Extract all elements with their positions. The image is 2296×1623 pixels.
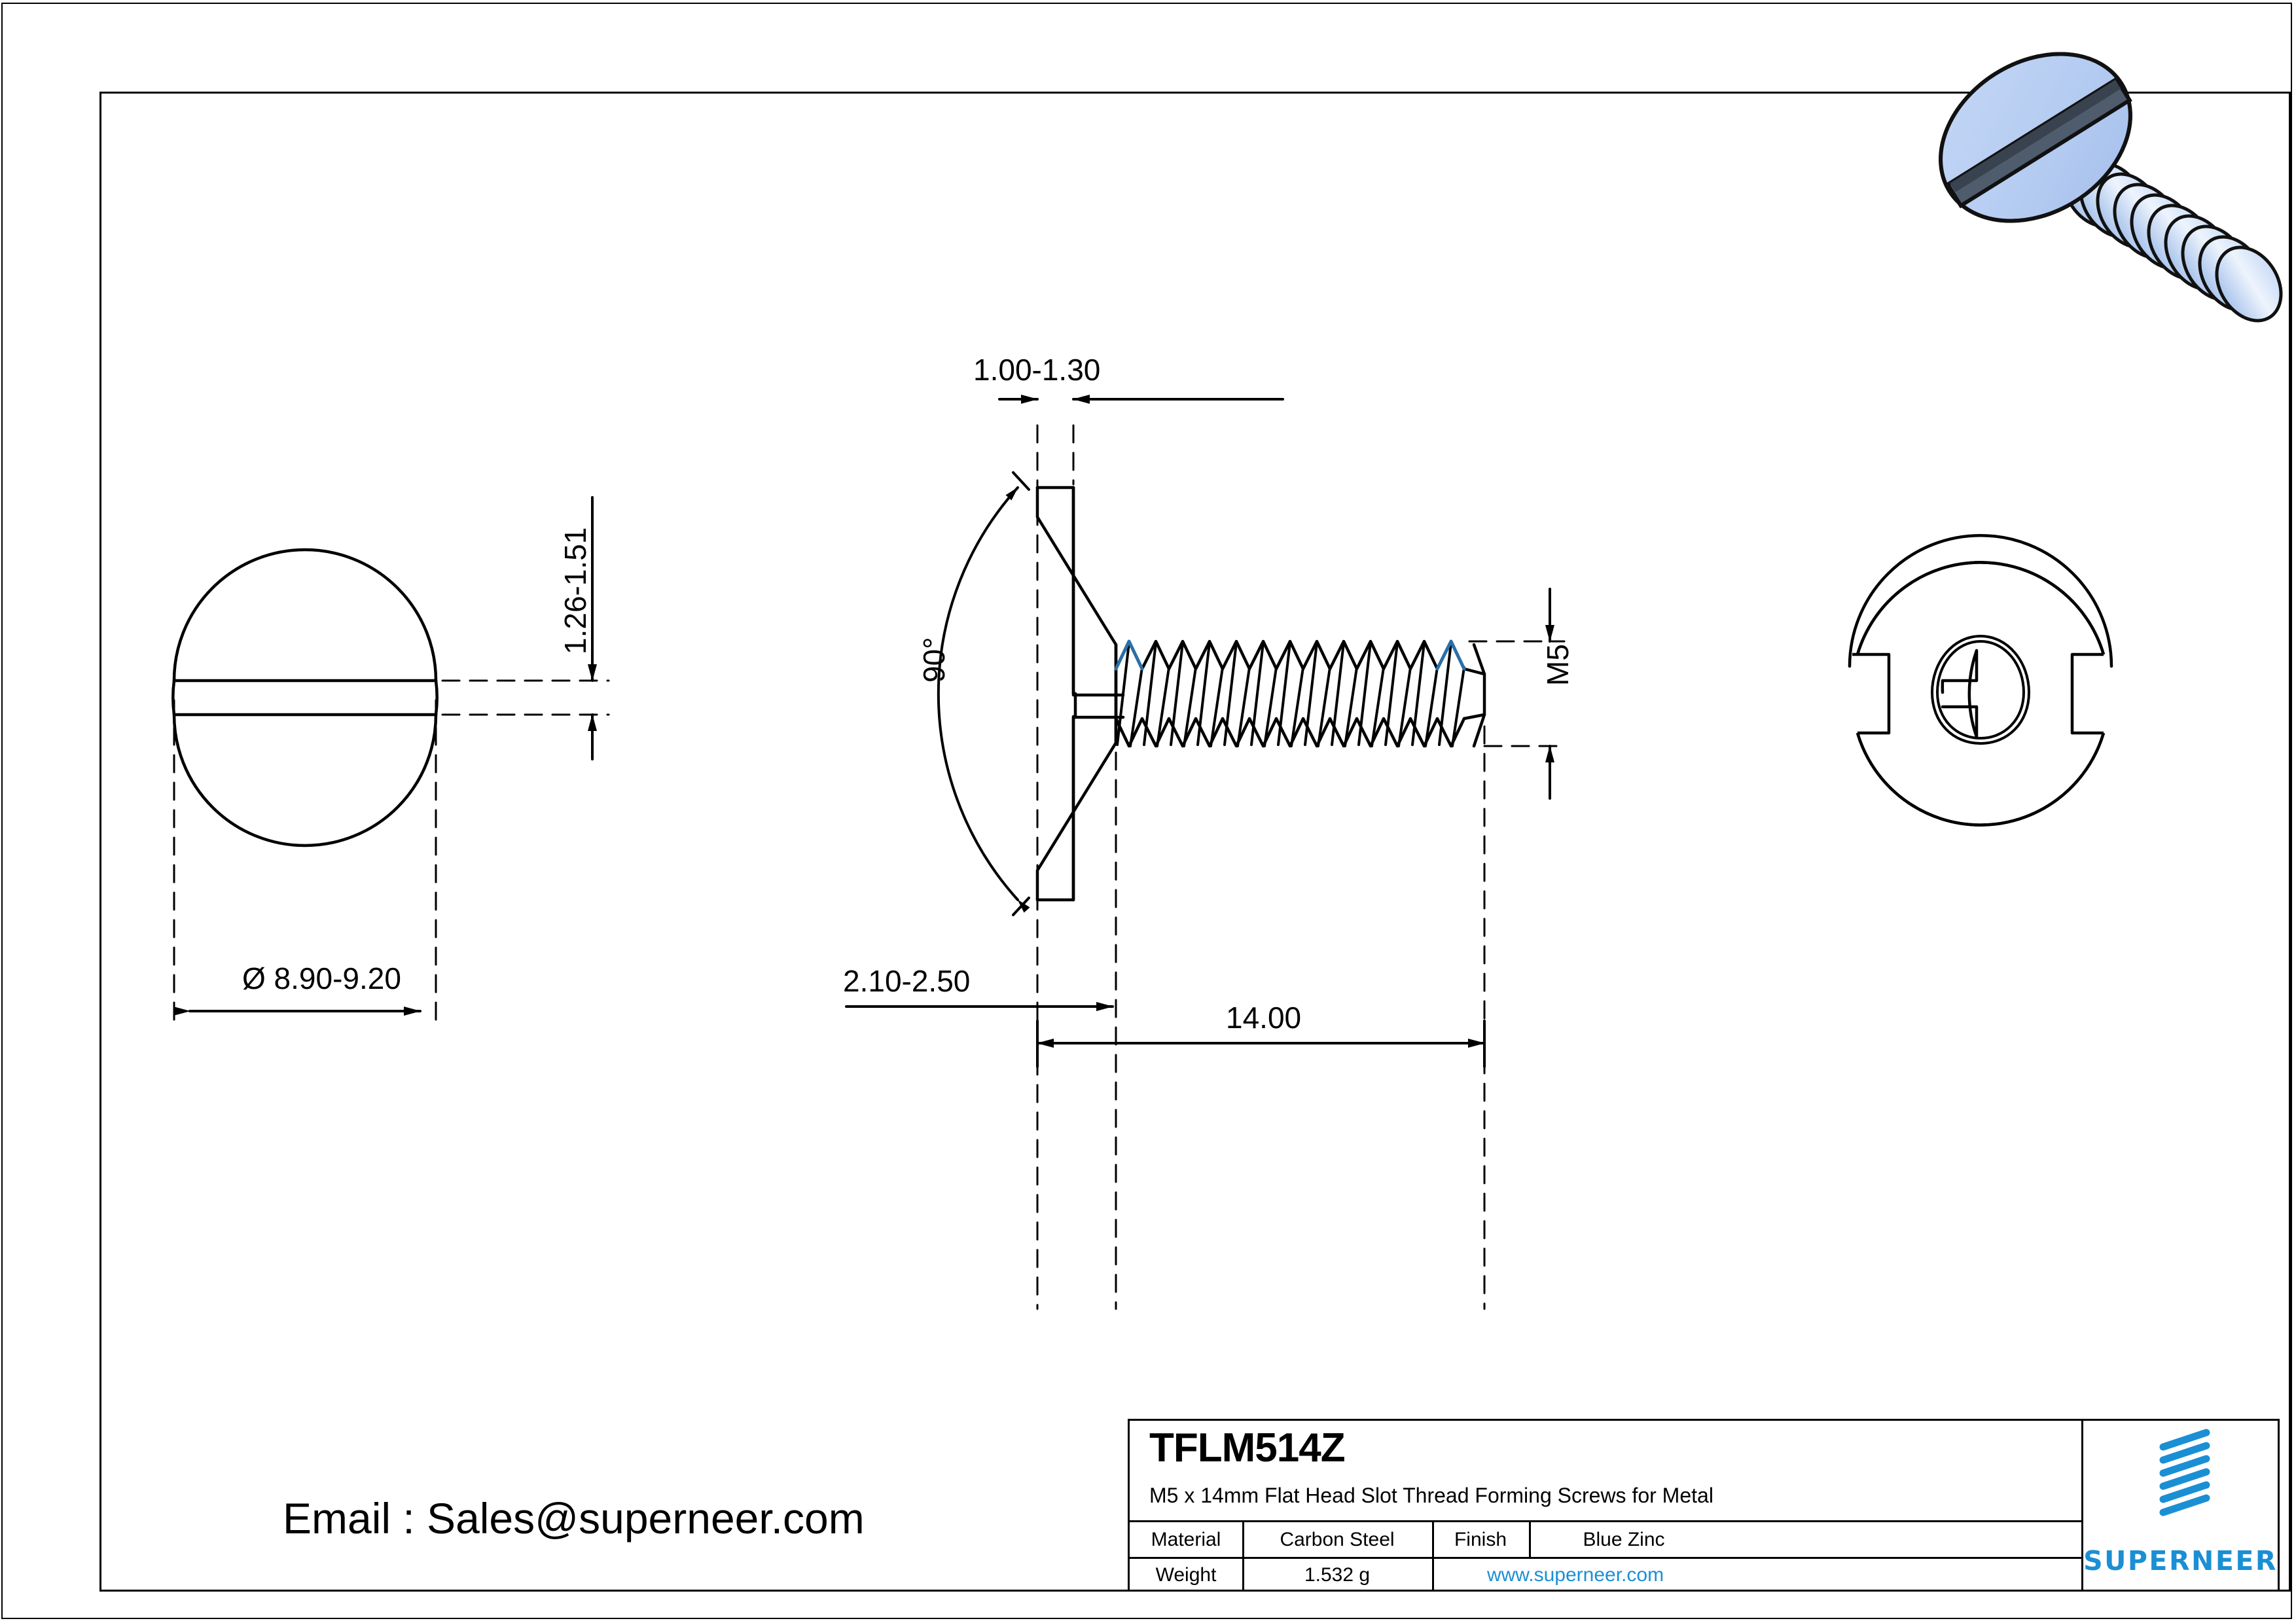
title-block-row-weight: Weight 1.532 g www.superneer.com xyxy=(1130,1557,2081,1592)
contact-email: Email : Sales@superneer.com xyxy=(283,1494,865,1543)
title-block: TFLM514Z M5 x 14mm Flat Head Slot Thread… xyxy=(1128,1419,2083,1592)
brand-wordmark: SUPERNEER xyxy=(2083,1545,2278,1577)
part-code: TFLM514Z xyxy=(1149,1425,1346,1471)
website-link[interactable]: www.superneer.com xyxy=(1486,1564,1664,1586)
brand-logo-box: SUPERNEER xyxy=(2083,1419,2280,1592)
striped-parallelogram-logo-icon xyxy=(2159,1429,2210,1516)
part-description: M5 x 14mm Flat Head Slot Thread Forming … xyxy=(1149,1484,1713,1507)
finish-value: Blue Zinc xyxy=(1583,1528,1665,1550)
tb-divider-3 xyxy=(1529,1520,1531,1557)
tb-divider-2 xyxy=(1432,1520,1434,1592)
finish-label: Finish xyxy=(1454,1528,1507,1550)
dim-shank-length: 14.00 xyxy=(1226,1001,1302,1035)
weight-label: Weight xyxy=(1155,1564,1217,1586)
sheet-inner-border xyxy=(99,92,2291,1592)
dim-head-angle: 90° xyxy=(917,637,951,683)
weight-value: 1.532 g xyxy=(1304,1564,1371,1586)
material-value: Carbon Steel xyxy=(1280,1528,1395,1550)
dim-slot-width: 1.00-1.30 xyxy=(973,353,1101,387)
title-block-row-material: Material Carbon Steel Finish Blue Zinc xyxy=(1130,1520,2081,1557)
tb-divider-1 xyxy=(1242,1520,1244,1592)
dim-thread-size: M5 xyxy=(1541,644,1575,686)
material-label: Material xyxy=(1151,1528,1221,1550)
dim-head-height: 2.10-2.50 xyxy=(843,964,971,998)
dim-head-diameter: Ø 8.90-9.20 xyxy=(242,961,401,995)
dim-slot-depth: 1.26-1.51 xyxy=(558,527,592,654)
sheet-outer-border xyxy=(1,3,2292,1619)
